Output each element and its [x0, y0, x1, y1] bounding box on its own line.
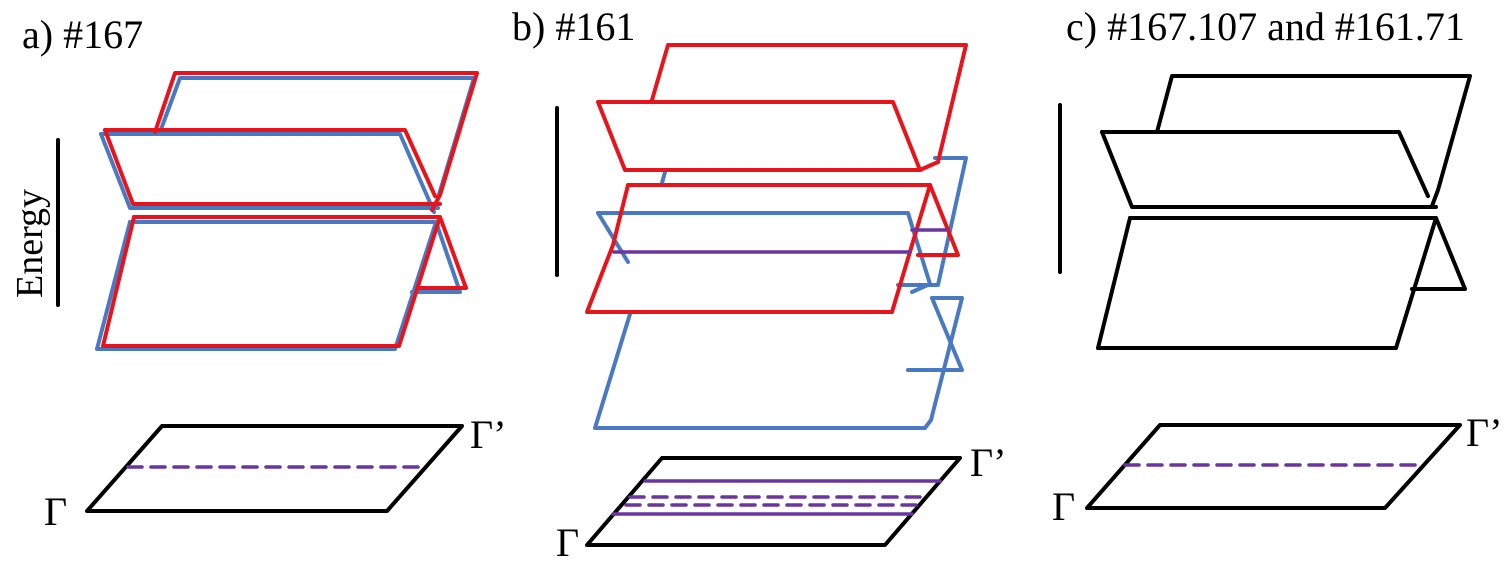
- panel-a: a) #167 Energy Γ Γ’: [9, 12, 506, 534]
- panel-c-title: c) #167.107 and #161.71: [1066, 4, 1465, 49]
- panel-c: c) #167.107 and #161.71 Γ Γ’: [1052, 4, 1502, 529]
- panel-a-gamma-prime-label: Γ’: [470, 412, 506, 457]
- panel-b-title: b) #161: [512, 4, 635, 49]
- panel-a-red-bands: [101, 71, 479, 348]
- panel-c-gamma-label: Γ: [1052, 484, 1075, 529]
- panel-a-blue-bands: [95, 76, 476, 351]
- panel-c-gamma-prime-label: Γ’: [1466, 410, 1502, 455]
- panel-b: b) #161 Γ Γ’: [512, 4, 1006, 565]
- panel-b-gamma-prime-label: Γ’: [970, 440, 1006, 485]
- panel-b-gamma-label: Γ: [556, 520, 579, 565]
- panel-b-red-bands: [585, 43, 968, 314]
- panel-b-blue-bands: [593, 156, 968, 430]
- panel-a-gamma-label: Γ: [44, 489, 67, 534]
- panel-c-bands: [1096, 74, 1472, 350]
- panel-c-brillouin-zone: Γ Γ’: [1052, 410, 1502, 529]
- energy-axis-label: Energy: [9, 189, 51, 298]
- panel-a-brillouin-zone: Γ Γ’: [44, 412, 506, 534]
- panel-b-brillouin-zone: Γ Γ’: [556, 440, 1006, 565]
- panel-a-title: a) #167: [22, 12, 143, 57]
